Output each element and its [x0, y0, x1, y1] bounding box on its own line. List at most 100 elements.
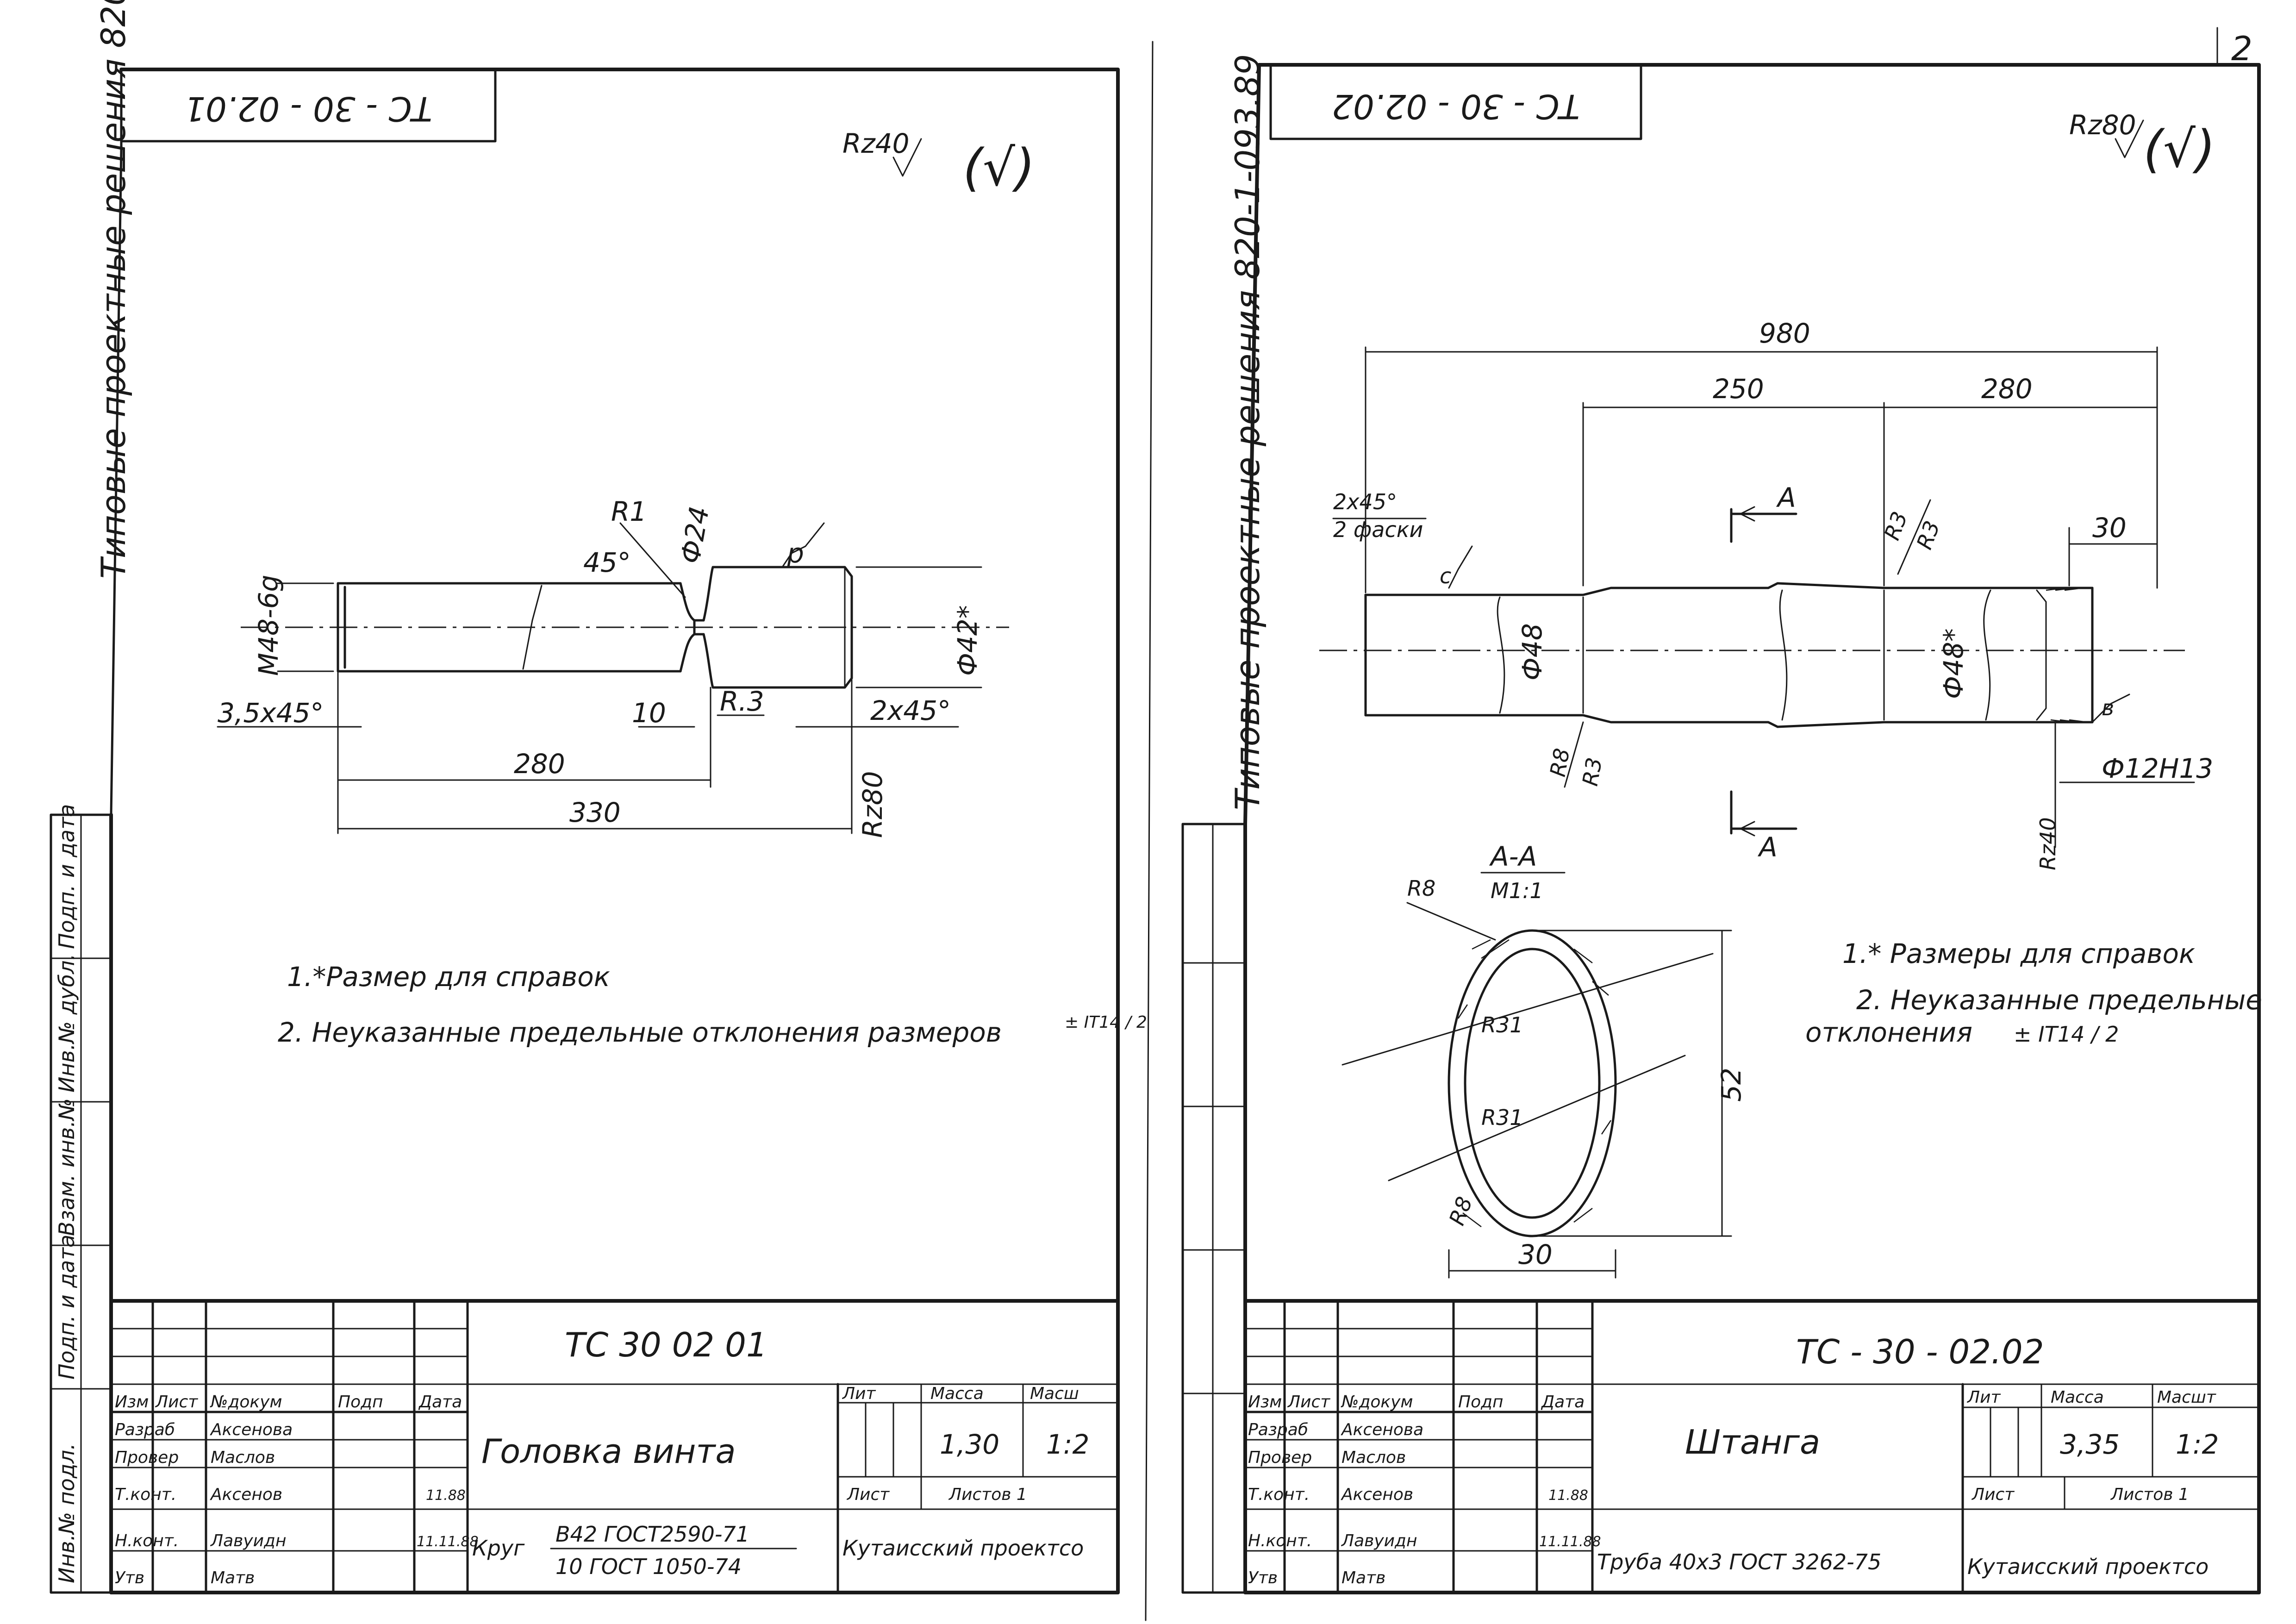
sheet1-tb-name-4: Лавуидн: [210, 1531, 286, 1550]
sheet2-title-frame: [1243, 1299, 2261, 1594]
sheet1-tb-name-1: Аксенова: [210, 1420, 293, 1439]
sheet1-side-stamp: Инв.№ подл. Подп. и дата Взам. инв.№ Инв…: [50, 804, 112, 1594]
sheet1-tb-material-2: 10 ГОСТ 1050-74: [555, 1554, 742, 1579]
sheet2-local-rough-a-mark: [1448, 545, 1473, 589]
sheet2-section-r31-bot: R31: [1481, 1105, 1523, 1130]
sheet1-title-block: ТС 30 02 01 Головка винта Круг В42 ГОСТ2…: [109, 1299, 1120, 1594]
sheet1-roughness-check: [892, 138, 922, 177]
sheet2-tb-role-2: Провер: [1248, 1448, 1312, 1467]
sheet2-tb-hdr-role: Изм: [1248, 1393, 1282, 1412]
sheet2-r8-leader: [1564, 721, 1584, 788]
sheet2-title-block: ТС - 30 - 02.02 Штанга Труба 40х3 ГОСТ 3…: [1243, 1299, 2261, 1594]
sheet-divider: [1145, 41, 1154, 1621]
sheet1-groove-angle: 45°: [583, 547, 631, 578]
sheet1-side-label-4: Подп. и дата: [54, 804, 79, 949]
sheet2-side-series: Типовые проектные решения 820-1-093.89: [1228, 54, 1267, 810]
sheet2-tb-org: Кутаисский проектсо: [1967, 1554, 2209, 1579]
sheet2-tb-part-name: Штанга: [1685, 1423, 1820, 1462]
sheet1-groove-neck: [693, 619, 705, 636]
sheet2-note-3: отклонения: [1805, 1017, 1972, 1048]
sheet2-tb-hdr-date: Дата: [1541, 1393, 1585, 1412]
sheet1-tb-role-1: Разраб: [115, 1420, 175, 1439]
sheet1-tb-name-5: Матв: [211, 1568, 255, 1587]
sheet1-chamfer-left: 3,5x45°: [218, 697, 324, 729]
sheet2-r3b: R3: [1912, 518, 1945, 553]
sheet1-tb-material-1: В42 ГОСТ2590-71: [555, 1522, 749, 1547]
sheet1-thread-break: [522, 585, 543, 670]
sheet2-tb-hdr-doc: №докум: [1341, 1393, 1413, 1412]
sheet1-tb-mass: 1,30: [940, 1429, 999, 1460]
sheet2-tb-role-1: Разраб: [1248, 1420, 1308, 1439]
sheet2-section-r8-bot: R8: [1444, 1193, 1478, 1229]
sheet1-tb-scale: 1:2: [1046, 1429, 1089, 1460]
sheet2-section-hatch: [1457, 939, 1612, 1227]
sheet1-groove-diameter: Ф24: [674, 504, 715, 566]
sheet1-chamfer-right: 2x45°: [870, 695, 951, 726]
sheet2-section-r8-leader: [1406, 902, 1496, 941]
sheet2-section-label-bot: А: [1757, 831, 1778, 863]
sheet2-tb-date-3: 11.88: [1548, 1487, 1588, 1504]
sheet2-chamfer-note: 2 фаски: [1333, 517, 1423, 542]
sheet2-tb-date-4: 11.11.88: [1539, 1534, 1601, 1550]
sheet2-dim-250: 250: [1713, 373, 1764, 405]
sheet1-tb-sheet: Лист: [846, 1485, 890, 1504]
sheet2-local-rough-a: с: [1440, 563, 1451, 588]
sheet1-thread-body: [337, 582, 682, 673]
sheet2-tb-material: Труба 40х3 ГОСТ 3262-75: [1597, 1549, 1881, 1574]
sheet2-code-box: [1269, 63, 1642, 140]
sheet1-tb-name-2: Маслов: [211, 1448, 275, 1467]
sheet1-tb-part-name: Головка винта: [481, 1432, 736, 1471]
sheet2-section-arrow-bot: [1740, 821, 1755, 837]
sheet2-roughness-hole: Rz40: [2035, 817, 2060, 870]
sheet2-r3c: R3: [1578, 756, 1607, 788]
sheet2-rod-outline: [1364, 582, 2094, 728]
sheet2-roughness-paren: (√): [2143, 119, 2215, 179]
sheet2-section-label-top: А: [1776, 482, 1796, 513]
sheet2-tb-role-4: Н.конт.: [1248, 1531, 1312, 1550]
sheet2-dim-980: 980: [1759, 318, 1810, 349]
sheet1-shank-diameter: Ф42*: [952, 605, 983, 676]
sheet1-groove-radius: R.3: [720, 686, 764, 717]
sheet2-chamfer: 2х45°: [1333, 489, 1397, 514]
sheet2-tb-role-5: Утв: [1248, 1568, 1278, 1587]
sheet2-tb-mass: 3,35: [2060, 1429, 2120, 1460]
sheet1-tb-role-2: Провер: [115, 1448, 179, 1467]
sheet2-tb-name-4: Лавуидн: [1341, 1531, 1417, 1550]
sheet-2: ТС - 30 - 02.02 Типовые проектные решени…: [1181, 54, 2262, 1594]
sheet1-part-view: 280 330 3,5x45° 2x45° 10 R.3 R1 45° Ф24 …: [217, 496, 1009, 838]
sheet2-tb-scale: 1:2: [2176, 1429, 2219, 1460]
sheet2-section-width: 30: [1518, 1239, 1553, 1270]
sheet1-roughness-paren: (√): [963, 138, 1035, 197]
sheet1-tb-hdr-sign: Подп: [338, 1393, 383, 1412]
sheet1-tb-hdr-sheet: Лист: [155, 1393, 198, 1412]
sheet1-title-frame: [109, 1299, 1120, 1594]
sheet2-roughness-top: Rz80: [2069, 109, 2136, 141]
sheet1-roughness-rz80: Rz80: [857, 771, 888, 838]
sheet2-local-rough-b-mark: [2091, 693, 2130, 723]
sheet1-r1-leader: [619, 522, 686, 598]
sheet2-diameter-mid: Ф48*: [1938, 628, 1969, 699]
sheet2-part-view: 980 250 280 30 2х45° 2 фаски А А Ф48 Ф48…: [1319, 318, 2213, 870]
sheet2-tb-hdr-lit: Лит: [1966, 1388, 2001, 1407]
sheet1-note-2: 2. Неуказанные предельные отклонения раз…: [278, 1017, 1002, 1048]
sheet1-tb-hdr-mass: Масса: [930, 1384, 984, 1403]
sheet2-section-view: А-А М1:1 R8 R31 R31 R8 52 30: [1341, 841, 1747, 1279]
sheet1-note-3: ± IT14 / 2: [1065, 1013, 1147, 1032]
sheet2-tb-role-3: Т.конт.: [1248, 1485, 1310, 1504]
sheet1-tb-hdr-lit: Лит: [842, 1384, 876, 1403]
sheet2-section-arrow-top: [1740, 506, 1755, 522]
sheet2-section-leader-bot: [1388, 1055, 1686, 1181]
sheet2-tb-sheet: Лист: [1971, 1485, 2015, 1504]
sheet1-tb-name-3: Аксенов: [210, 1485, 282, 1504]
sheet2-section-outer: [1447, 929, 1617, 1237]
sheet2-diameter-left: Ф48: [1516, 623, 1548, 681]
sheet1-side-series: Типовые проектные решения 820-1-093.89: [94, 0, 133, 579]
sheet2-tb-sheets: Листов 1: [2110, 1485, 2189, 1504]
sheet1-code-box: [120, 68, 497, 143]
sheet1-groove: [679, 582, 696, 673]
sheet2-section-mark-bot: [1730, 790, 1797, 835]
sheet1-side-label-2: Взам. инв.№: [54, 1098, 79, 1236]
sheet2-local-rough-b: в: [2102, 695, 2114, 720]
sheet2-note-2: 2. Неуказанные предельные: [1856, 984, 2262, 1016]
